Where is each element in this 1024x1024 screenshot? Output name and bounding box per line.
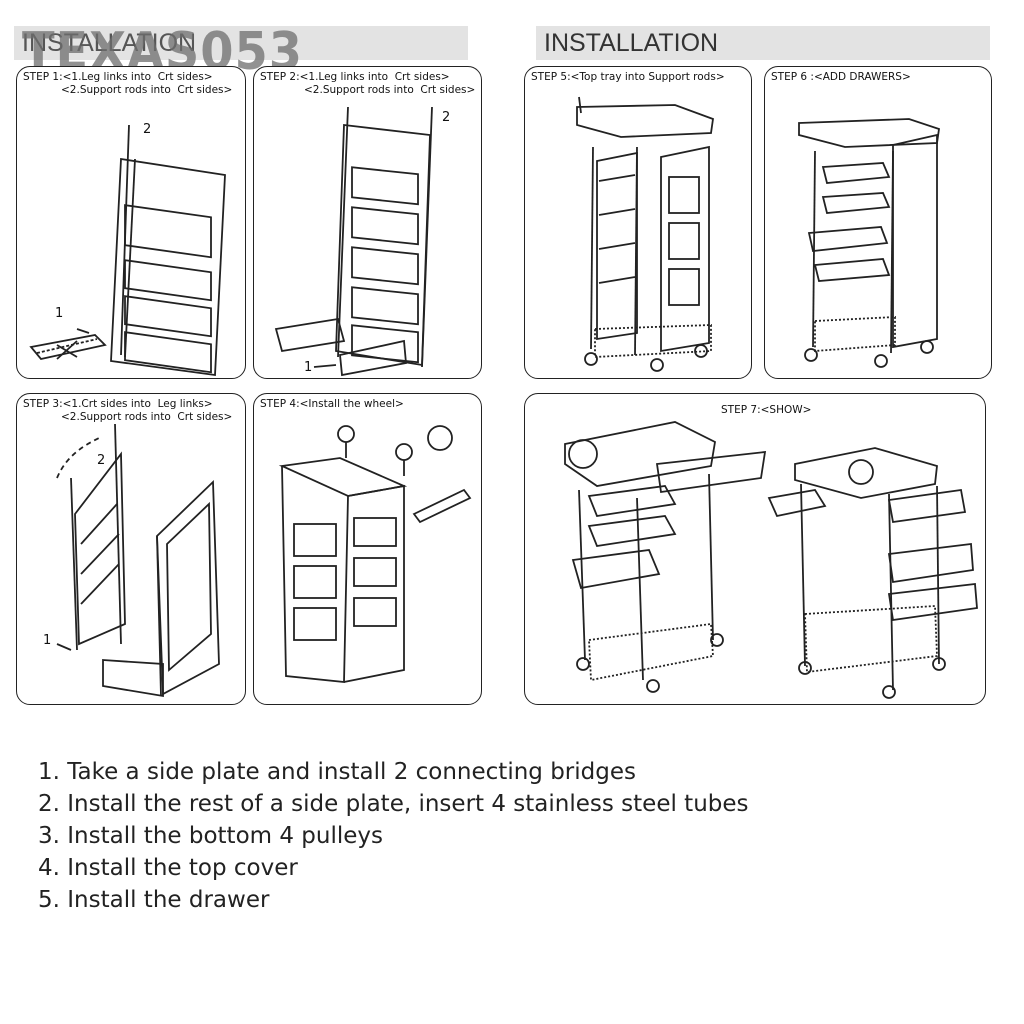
instruction-item-2: 2. Install the rest of a side plate, ins… bbox=[38, 791, 749, 817]
step-3-illustration: 2 1 bbox=[43, 423, 220, 698]
step-3-label-1: 1 bbox=[43, 633, 51, 648]
step-2-label-2: 2 bbox=[442, 110, 450, 125]
step-7-caption: STEP 7:<SHOW> bbox=[721, 404, 812, 416]
panel-step-2: STEP 2:<1.Leg links into Crt sides> <2.S… bbox=[253, 66, 482, 379]
step-2-label-1: 1 bbox=[304, 360, 312, 375]
panel-step-1: STEP 1:<1.Leg links into Crt sides> <2.S… bbox=[16, 66, 246, 379]
step-5-caption: STEP 5:<Top tray into Support rods> bbox=[531, 71, 725, 83]
panel-step-3: STEP 3:<1.Crt sides into Leg links> <2.S… bbox=[16, 393, 246, 705]
step-5-illustration bbox=[576, 96, 714, 372]
instruction-item-4: 4. Install the top cover bbox=[38, 855, 298, 881]
step-3-caption: STEP 3:<1.Crt sides into Leg links> bbox=[23, 398, 213, 410]
panel-step-7: STEP 7:<SHOW> bbox=[524, 393, 986, 705]
step-1-caption-2: <2.Support rods into Crt sides> bbox=[61, 84, 233, 96]
step-1-label-1: 1 bbox=[55, 306, 63, 321]
panel-step-5: STEP 5:<Top tray into Support rods> bbox=[524, 66, 752, 379]
step-7-illustration bbox=[564, 421, 978, 699]
instruction-list: 1. Take a side plate and install 2 conne… bbox=[38, 756, 749, 916]
step-4-illustration bbox=[278, 425, 472, 683]
header-right: INSTALLATION bbox=[536, 26, 990, 60]
header-left: INSTALLATION bbox=[14, 26, 468, 60]
step-3-caption-2: <2.Support rods into Crt sides> bbox=[61, 411, 233, 423]
header-right-title: INSTALLATION bbox=[544, 29, 719, 57]
step-2-caption-2: <2.Support rods into Crt sides> bbox=[304, 84, 476, 96]
panel-step-4: STEP 4:<Install the wheel> bbox=[253, 393, 482, 705]
step-2-illustration: 2 1 bbox=[274, 106, 450, 377]
instruction-item-3: 3. Install the bottom 4 pulleys bbox=[38, 823, 383, 849]
header-left-title: INSTALLATION bbox=[22, 29, 197, 57]
step-3-label-2: 2 bbox=[97, 453, 105, 468]
step-1-label-2: 2 bbox=[143, 122, 151, 137]
step-1-illustration: 1 2 bbox=[29, 122, 226, 377]
step-6-illustration bbox=[798, 118, 940, 368]
step-2-caption: STEP 2:<1.Leg links into Crt sides> bbox=[260, 71, 450, 83]
instruction-item-1: 1. Take a side plate and install 2 conne… bbox=[38, 759, 636, 785]
instruction-item-5: 5. Install the drawer bbox=[38, 887, 270, 913]
step-4-caption: STEP 4:<Install the wheel> bbox=[260, 398, 404, 410]
step-1-caption: STEP 1:<1.Leg links into Crt sides> bbox=[23, 71, 213, 83]
step-6-caption: STEP 6 :<ADD DRAWERS> bbox=[771, 71, 911, 83]
panel-step-6: STEP 6 :<ADD DRAWERS> bbox=[764, 66, 992, 379]
